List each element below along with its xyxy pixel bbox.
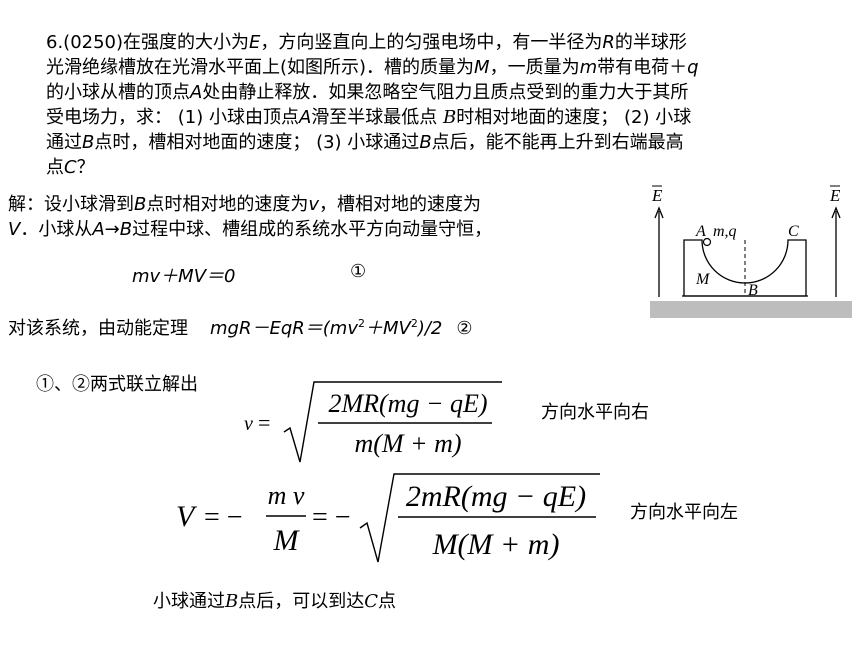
- var-B: B: [119, 219, 133, 240]
- problem-line-3: 的小球从槽的顶点A处由静止释放．如果忽略空气阻力且质点受到的重力大于其所: [46, 80, 826, 105]
- equation-number-1: ①: [350, 261, 367, 282]
- text: 光滑绝缘槽放在光滑水平面上(如图所示)．槽的质量为: [46, 57, 475, 78]
- text: 点后，能不能再上升到右端最高: [431, 132, 684, 153]
- direction-right: 方向水平向右: [541, 402, 649, 423]
- var-R: R: [602, 32, 615, 53]
- text: 过程中球、槽组成的系统水平方向动量守恒，: [132, 219, 493, 240]
- energy-eq: )/2: [417, 318, 443, 339]
- text: 滑至半球最低点: [311, 107, 444, 128]
- text: 6.(0250)在强度的大小为: [46, 32, 250, 53]
- formula-V-denominator: M(M + m): [432, 528, 560, 561]
- problem-line-1: 6.(0250)在强度的大小为E，方向竖直向上的匀强电场中，有一半径为R的半球形: [46, 30, 826, 55]
- text: ，槽相对地的速度为: [319, 194, 482, 215]
- var-M: M: [474, 57, 490, 78]
- var-v: v: [308, 194, 320, 215]
- var-B: B: [419, 132, 432, 153]
- var-A: A: [298, 107, 312, 128]
- text: 通过: [46, 132, 82, 153]
- formula-v-lhs: v: [244, 413, 253, 435]
- sqrt-sign: [359, 473, 600, 563]
- var-C: C: [64, 157, 77, 178]
- var-A: A: [92, 219, 105, 240]
- arrowhead-icon: [831, 206, 841, 219]
- problem-statement: 6.(0250)在强度的大小为E，方向竖直向上的匀强电场中，有一半径为R的半球形…: [46, 30, 826, 180]
- var-V: V: [8, 219, 21, 240]
- text: 点后，可以到达: [238, 591, 365, 612]
- conclusion: 小球通过B点后，可以到达C点: [153, 587, 396, 613]
- hemispherical-trough: [683, 239, 807, 297]
- text: 的小球从槽的顶点: [46, 82, 190, 103]
- text: 时相对地面的速度； (2) 小球: [456, 107, 692, 128]
- label-E-left: E: [651, 186, 663, 205]
- formula-V-frac-den: M: [273, 524, 301, 557]
- small-ball: [702, 237, 712, 247]
- text: 的半球形: [614, 32, 687, 53]
- var-q: q: [687, 57, 699, 78]
- formula-V-eq2: = −: [312, 502, 351, 533]
- exponent: 2: [410, 317, 418, 330]
- var-C: C: [364, 591, 379, 612]
- problem-line-5: 通过B点时，槽相对地面的速度； (3) 小球通过B点后，能不能再上升到右端最高: [46, 130, 826, 155]
- var-E: E: [249, 32, 261, 53]
- text: 处由静止释放．如果忽略空气阻力且质点受到的重力大于其所: [202, 82, 689, 103]
- label-A: A: [695, 223, 706, 240]
- formula-v: v = 2MR(mg − qE) m(M + m): [244, 381, 502, 463]
- momentum-equation: mv＋MV＝0: [132, 266, 236, 287]
- arrowhead-icon: [654, 206, 664, 219]
- text: 点时相对地的速度为: [146, 194, 309, 215]
- formula-V: V = − m v M = − 2mR(mg − qE) M(M + m): [176, 473, 600, 563]
- var-B: B: [82, 132, 95, 153]
- var-B: B: [225, 591, 239, 612]
- text: ？: [76, 157, 95, 178]
- exponent: 2: [357, 317, 365, 330]
- var-B: B: [443, 107, 457, 128]
- text: 带有电荷＋: [597, 57, 688, 78]
- var-B: B: [134, 194, 147, 215]
- label-mq: m,q: [713, 223, 737, 240]
- formula-V-eq1: = −: [204, 502, 243, 533]
- trough-diagram: E E A m,q C M B: [650, 185, 852, 318]
- label-E-right: E: [829, 186, 841, 205]
- ground-surface: [650, 301, 852, 318]
- text: 解：设小球滑到: [8, 194, 134, 215]
- solution-line-2: V．小球从A→B过程中球、槽组成的系统水平方向动量守恒，: [8, 217, 492, 242]
- equation-number-2: ②: [456, 318, 473, 339]
- label-M: M: [695, 271, 711, 288]
- sqrt-sign: [283, 381, 502, 463]
- formula-v-numerator: 2MR(mg − qE): [328, 389, 487, 418]
- problem-line-2: 光滑绝缘槽放在光滑水平面上(如图所示)．槽的质量为M，一质量为m带有电荷＋q: [46, 55, 826, 80]
- text: 点: [378, 591, 397, 612]
- text: ，方向竖直向上的匀强电场中，有一半径为: [260, 32, 603, 53]
- text: 小球通过: [153, 591, 225, 612]
- formula-V-lhs: V: [176, 500, 198, 533]
- problem-line-6: 点C？: [46, 155, 826, 180]
- arrow: →: [104, 219, 120, 240]
- formula-v-equals: =: [258, 410, 270, 435]
- text: ．小球从: [20, 219, 93, 240]
- label-B: B: [748, 282, 758, 299]
- text: 点: [46, 157, 64, 178]
- energy-eq: ＋MV: [364, 318, 411, 339]
- direction-left: 方向水平向左: [630, 502, 738, 523]
- text: 点时，槽相对地面的速度； (3) 小球通过: [94, 132, 420, 153]
- problem-line-4: 受电场力，求： (1) 小球由顶点A滑至半球最低点 B时相对地面的速度； (2)…: [46, 105, 826, 130]
- formula-V-frac-num: m v: [268, 481, 305, 510]
- text: 受电场力，求： (1) 小球由顶点: [46, 107, 299, 128]
- solution-line-1: 解：设小球滑到B点时相对地的速度为v，槽相对地的速度为: [8, 192, 481, 217]
- formula-V-numerator: 2mR(mg − qE): [406, 480, 586, 513]
- energy-label: 对该系统，由动能定理: [8, 318, 188, 339]
- var-m: m: [579, 57, 598, 78]
- energy-eq: mgR－EqR＝(mv: [210, 318, 358, 339]
- var-A: A: [190, 82, 203, 103]
- combine-text: ①、②两式联立解出: [36, 374, 198, 395]
- label-C: C: [788, 223, 799, 240]
- text: ，一质量为: [489, 57, 580, 78]
- formula-v-denominator: m(M + m): [354, 429, 461, 458]
